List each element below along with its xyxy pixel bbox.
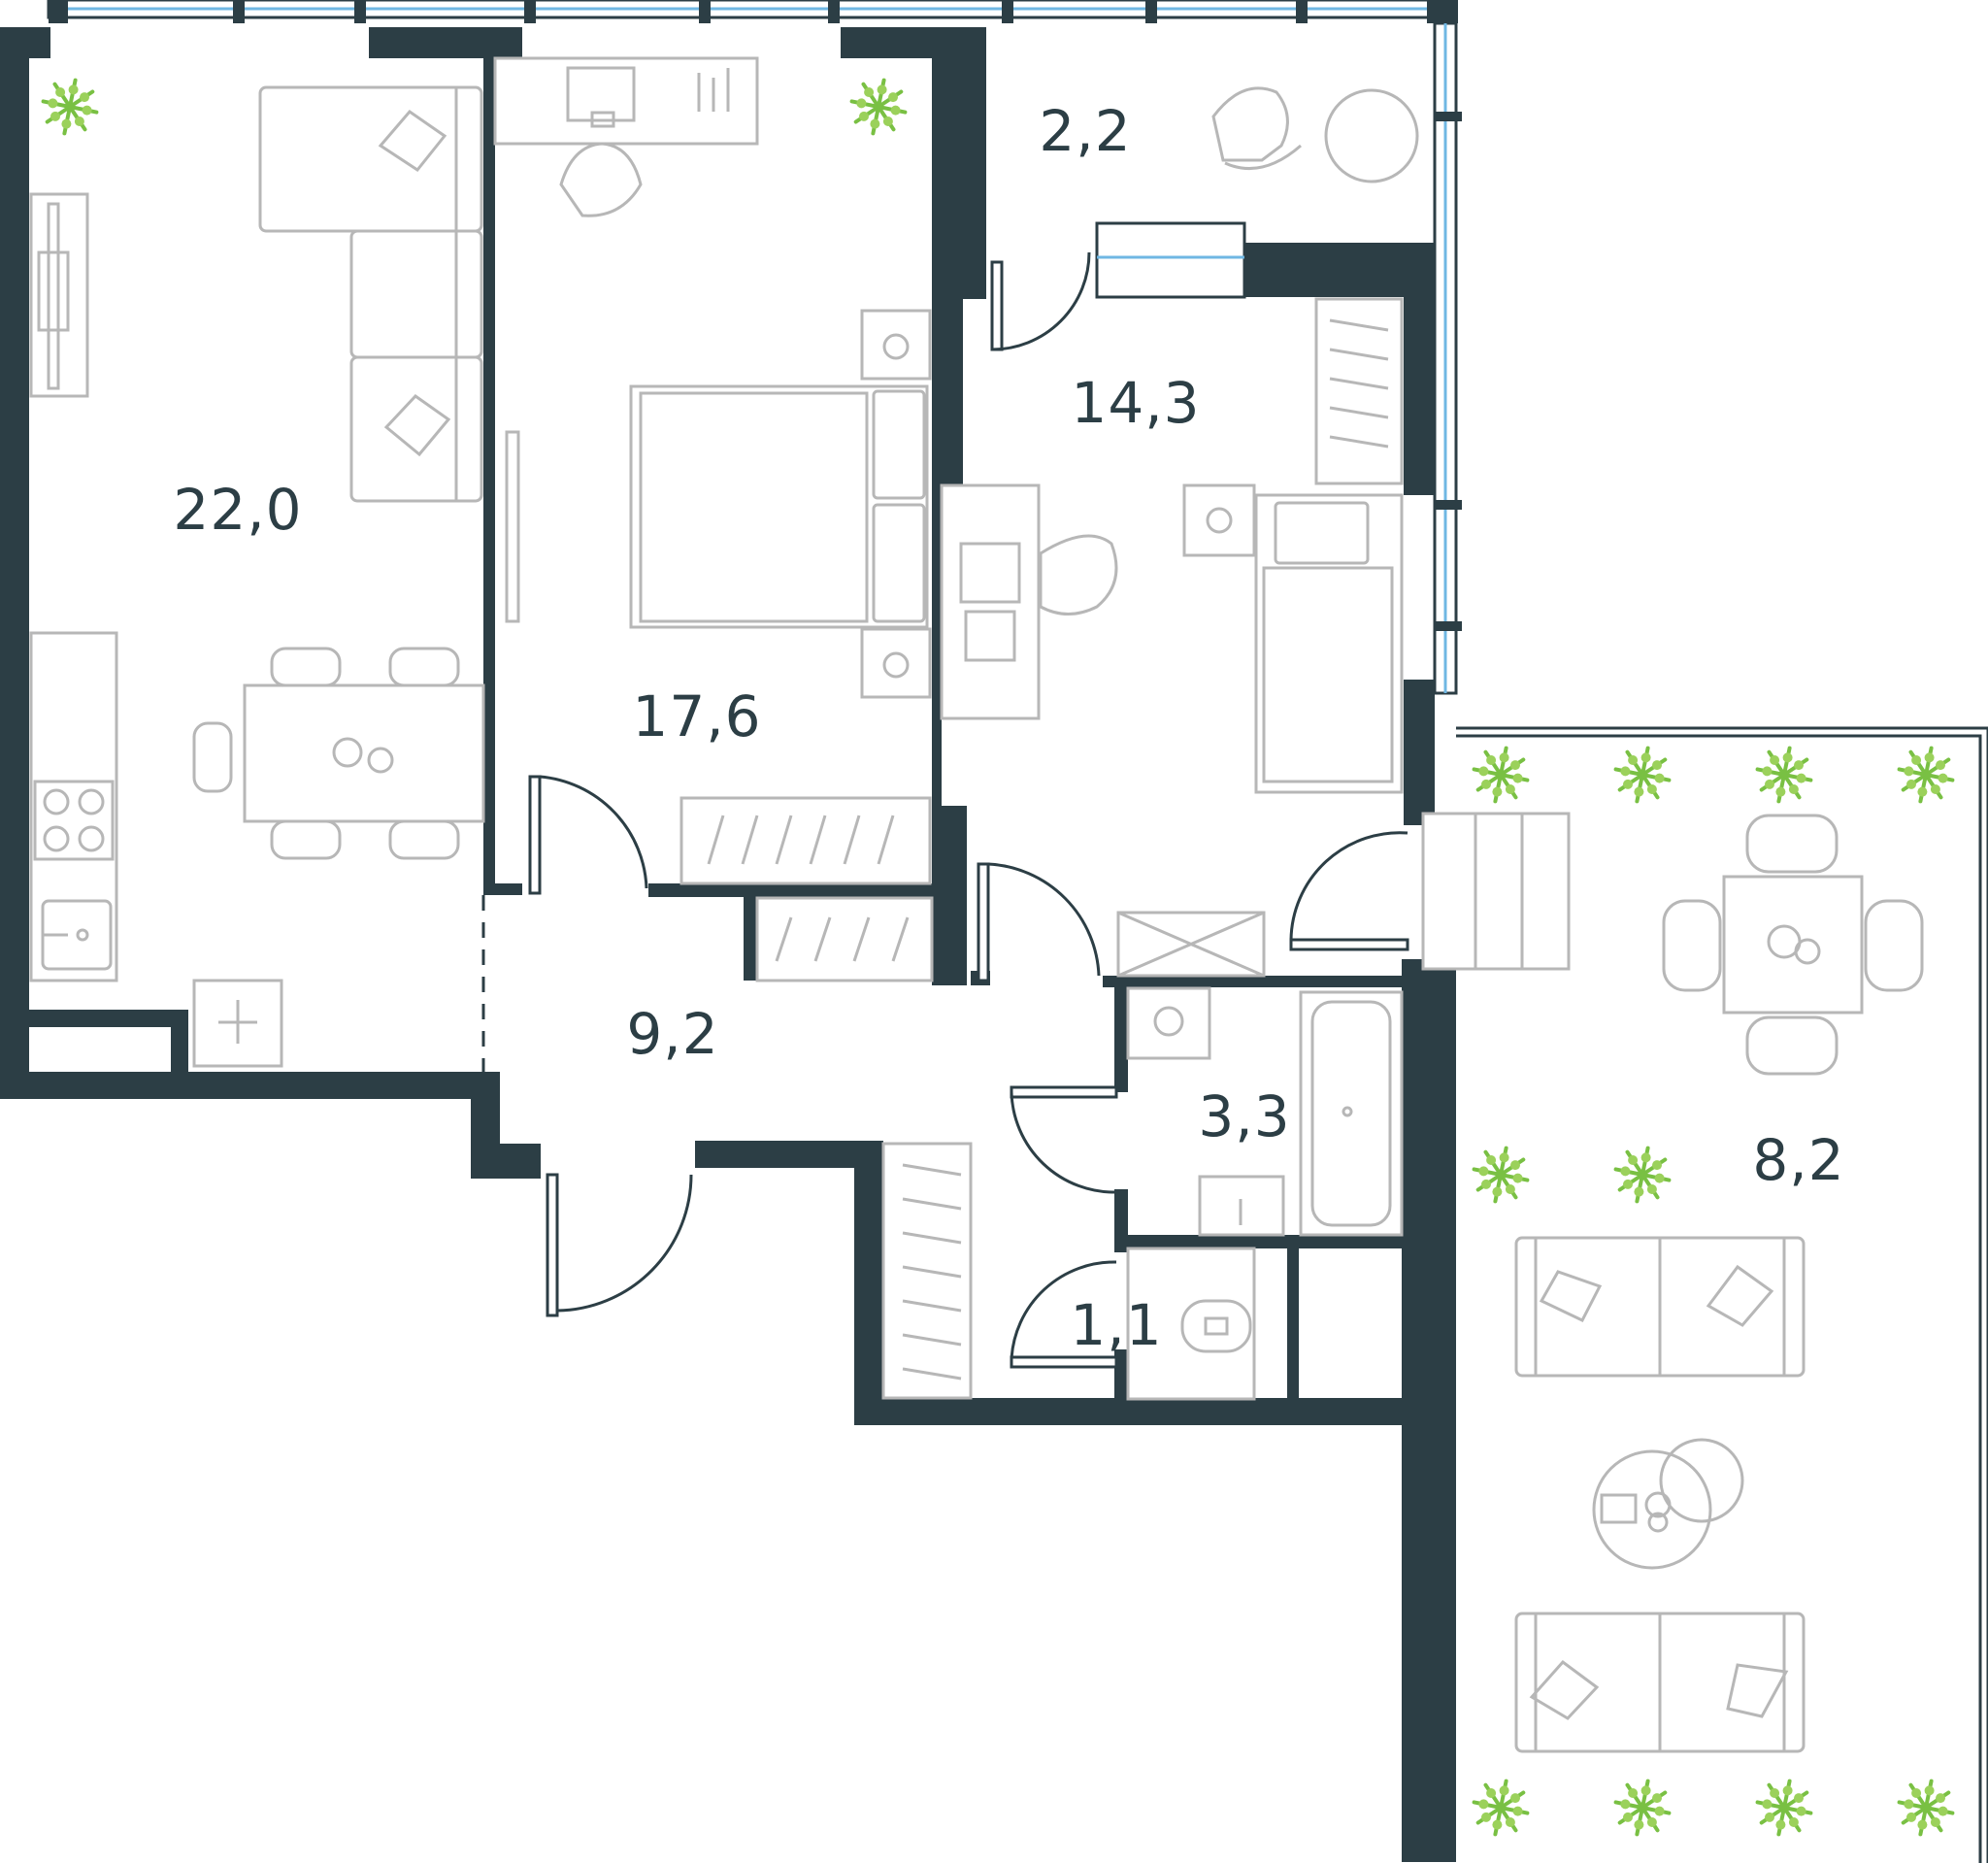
bed-icon [1254, 493, 1404, 794]
nightstand-icon [1182, 483, 1256, 557]
toilet-furniture [1126, 1247, 1256, 1401]
terrace-outline [1421, 726, 1988, 1863]
plant-icon [1613, 1779, 1672, 1837]
plant-icon [1897, 1779, 1955, 1837]
plant-icon [1755, 1779, 1813, 1837]
plants [41, 78, 1955, 1837]
sofa-icon [1514, 1236, 1806, 1378]
plant-icon [1613, 746, 1672, 804]
washing-machine-icon [1126, 986, 1211, 1060]
bedroom-small-furniture [940, 297, 1404, 978]
terrace-furniture [1514, 814, 1924, 1753]
bedroom-large-furniture [493, 56, 934, 982]
area-label-toilet: 1,1 [1070, 1292, 1162, 1358]
walls [0, 27, 1456, 1862]
entrance-door-icon [546, 1173, 693, 1317]
doors [481, 251, 1409, 1369]
right-windows [1433, 21, 1462, 695]
area-label-bedroom-small: 14,3 [1071, 370, 1200, 436]
window-icon [1095, 221, 1246, 299]
nightstand-icon [860, 309, 932, 699]
plant-icon [1897, 746, 1955, 804]
chair-icon [1039, 534, 1118, 615]
tv-icon [29, 192, 89, 398]
balcony-furniture [1095, 86, 1419, 299]
hall-wardrobe-icon [881, 1142, 973, 1400]
sofa-icon [1514, 1612, 1806, 1753]
table-icon [243, 683, 485, 823]
plant-icon [849, 78, 908, 136]
door-icon [528, 775, 648, 895]
table-icon [1722, 875, 1864, 1015]
plant-icon [1472, 1779, 1530, 1837]
living-furniture [29, 85, 485, 1068]
plant-icon [1755, 746, 1813, 804]
chair-icon [559, 142, 643, 217]
chair-icon [1211, 86, 1302, 171]
bathtub-icon [1299, 990, 1404, 1237]
area-label-terrace: 8,2 [1752, 1127, 1844, 1193]
desk-icon [493, 56, 759, 146]
area-label-bathroom: 3,3 [1198, 1083, 1290, 1149]
door-icon [1010, 1260, 1118, 1369]
door-icon [990, 251, 1091, 351]
chair-icon [192, 647, 460, 860]
sink-icon [1198, 1175, 1285, 1237]
wardrobe-icon [1314, 297, 1404, 485]
toilet-icon [1180, 1299, 1252, 1353]
door-icon [977, 862, 1101, 982]
plant-icon [41, 78, 99, 136]
kitchen-counter-icon [29, 631, 283, 1068]
mirror-icon [505, 430, 520, 623]
storage-icon [1116, 911, 1266, 978]
area-labels: 22,0 17,6 14,3 2,2 9,2 3,3 1,1 8,2 [173, 98, 1844, 1358]
stove-icon [33, 780, 115, 861]
area-label-bedroom-large: 17,6 [632, 683, 761, 749]
plant-icon [1613, 1146, 1672, 1204]
door-icon [1289, 831, 1409, 951]
wardrobe-icon [679, 796, 934, 982]
desk-icon [940, 483, 1041, 720]
area-label-hallway: 9,2 [626, 1001, 718, 1067]
chair-icon [1662, 814, 1924, 1076]
coffee-table-icon [1592, 1438, 1744, 1570]
sofa-icon [258, 85, 483, 503]
top-windows [47, 0, 1458, 23]
sink-icon [41, 899, 113, 971]
plant-icon [1472, 1146, 1530, 1204]
area-label-balcony: 2,2 [1039, 98, 1131, 164]
bed-icon [629, 384, 929, 629]
plant-icon [1472, 746, 1530, 804]
area-label-living-kitchen: 22,0 [173, 477, 302, 543]
door-icon [1010, 1085, 1118, 1194]
bathroom-furniture [1126, 986, 1404, 1237]
table-icon [1324, 88, 1419, 183]
